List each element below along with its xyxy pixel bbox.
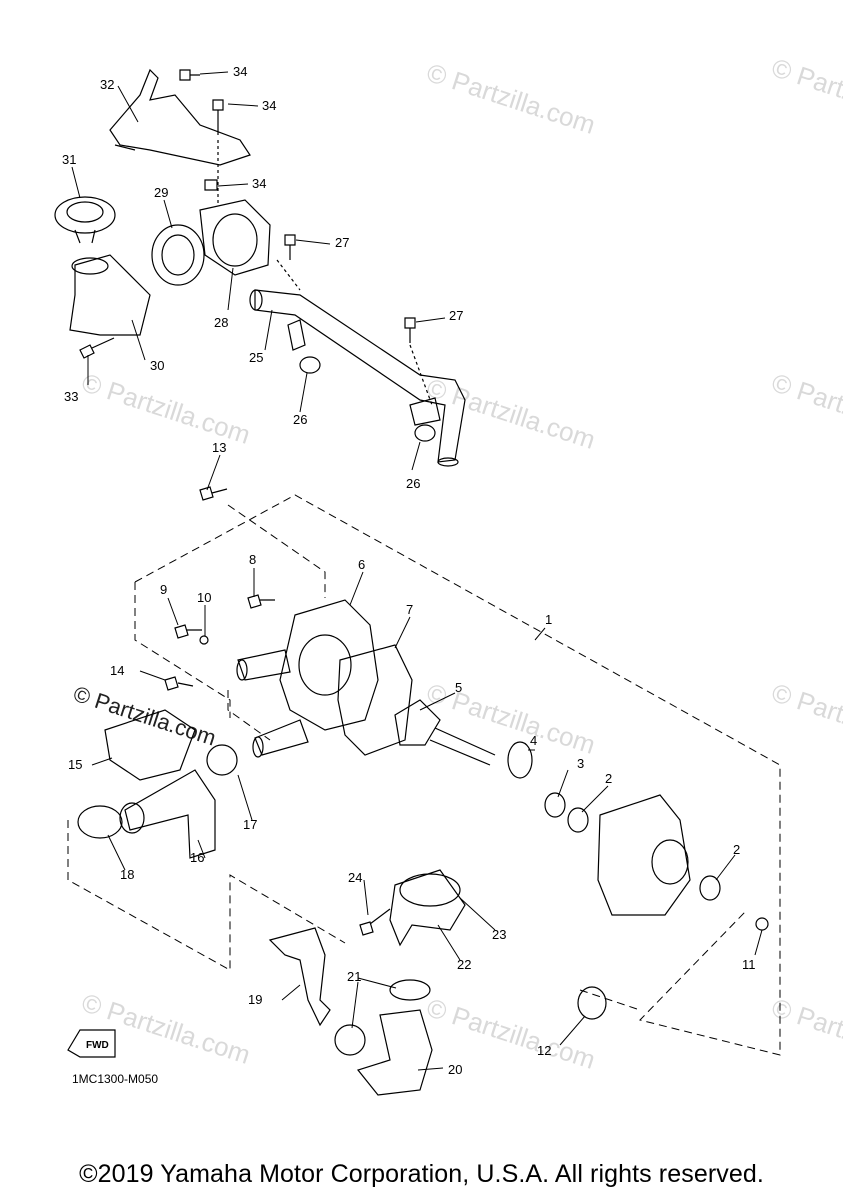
cap-drawing <box>54 196 116 234</box>
part-label-11: 11 <box>742 957 756 972</box>
part-label-22: 22 <box>457 957 471 972</box>
part-label-5: 5 <box>455 680 462 695</box>
parts-diagram: © Partzilla.com © Partzilla.com © Partzi… <box>54 52 843 1096</box>
watermark: © Partzilla.com <box>423 372 599 455</box>
part-label-25: 25 <box>249 350 263 365</box>
part-label-10: 10 <box>197 590 211 605</box>
part-label-29: 29 <box>154 185 168 200</box>
part-label-18: 18 <box>120 867 134 882</box>
part-label-17: 17 <box>243 817 257 832</box>
bearing-drawing <box>544 792 566 818</box>
housing-drawing <box>199 199 271 276</box>
part-label-33: 33 <box>64 389 78 404</box>
copyright-notice: ©2019 Yamaha Motor Corporation, U.S.A. A… <box>79 1160 764 1188</box>
part-label-26: 26 <box>293 412 307 427</box>
part-label-15: 15 <box>68 757 82 772</box>
watermark: © Partzilla.com <box>768 367 843 450</box>
part-label-21: 21 <box>347 969 361 984</box>
bolt-drawing <box>212 99 224 135</box>
clamp-drawing <box>206 744 238 776</box>
pump-housing-drawing <box>279 599 379 731</box>
seal-drawing <box>507 741 533 779</box>
outlet-drawing <box>69 254 151 336</box>
part-label-13: 13 <box>212 440 226 455</box>
hose-drawing <box>356 1009 433 1096</box>
o-ring-drawing <box>414 424 436 442</box>
part-label-6: 6 <box>358 557 365 572</box>
clamp-drawing <box>389 979 431 1001</box>
bolt-drawing <box>204 179 218 191</box>
watermark: © Partzilla.com <box>768 52 843 135</box>
assembly-outline <box>67 494 781 1056</box>
watermark: © Partzilla.com <box>768 992 843 1075</box>
part-labels: 34 34 34 32 31 29 27 27 28 30 25 33 26 2… <box>62 64 756 1077</box>
part-label-8: 8 <box>249 552 256 567</box>
o-ring-drawing <box>577 986 607 1020</box>
gasket-drawing <box>337 644 413 756</box>
part-label-32: 32 <box>100 77 114 92</box>
part-label-20: 20 <box>448 1062 462 1077</box>
pipe-drawing <box>254 289 466 463</box>
part-label-2: 2 <box>733 842 740 857</box>
part-label-26: 26 <box>406 476 420 491</box>
watermark: © Partzilla.com <box>768 677 843 760</box>
bracket-drawing <box>109 68 251 166</box>
part-label-34: 34 <box>252 176 266 191</box>
clamp-drawing <box>77 805 123 839</box>
part-label-7: 7 <box>406 602 413 617</box>
part-label-12: 12 <box>537 1043 551 1058</box>
watermark: © Partzilla.com <box>423 57 599 140</box>
part-label-30: 30 <box>150 358 164 373</box>
part-label-14: 14 <box>110 663 124 678</box>
outlet-drawing <box>389 869 466 947</box>
clamp-drawing <box>334 1024 366 1056</box>
pump-cover-drawing <box>597 794 691 916</box>
part-label-4: 4 <box>530 733 537 748</box>
watermarks: © Partzilla.com © Partzilla.com © Partzi… <box>70 52 843 1075</box>
part-label-31: 31 <box>62 152 76 167</box>
fwd-label: FWD <box>86 1040 109 1051</box>
fwd-arrow <box>67 1029 116 1058</box>
o-ring-drawing <box>299 356 321 374</box>
bearing-drawing <box>567 807 589 833</box>
part-label-2: 2 <box>605 771 612 786</box>
part-label-9: 9 <box>160 582 167 597</box>
bearing-drawing <box>699 875 721 901</box>
leader-lines <box>71 71 763 1071</box>
part-label-27: 27 <box>449 308 463 323</box>
part-label-23: 23 <box>492 927 506 942</box>
part-label-19: 19 <box>248 992 262 1007</box>
hose-drawing <box>268 927 331 1027</box>
part-label-34: 34 <box>233 64 247 79</box>
part-label-1: 1 <box>545 612 552 627</box>
hose-drawing <box>124 769 216 859</box>
part-label-16: 16 <box>190 850 204 865</box>
part-label-3: 3 <box>577 756 584 771</box>
watermark-dark: © Partzilla.com <box>70 681 219 751</box>
impeller-drawing <box>394 699 441 746</box>
bolt-drawing <box>179 69 200 81</box>
part-label-34: 34 <box>262 98 276 113</box>
watermark: © Partzilla.com <box>78 367 254 450</box>
diagram-code: 1MC1300-M050 <box>72 1072 159 1086</box>
thermostat-drawing <box>151 224 205 286</box>
part-label-28: 28 <box>214 315 228 330</box>
part-label-24: 24 <box>348 870 362 885</box>
part-drawings <box>54 68 769 1096</box>
part-label-27: 27 <box>335 235 349 250</box>
guard-drawing <box>104 709 196 781</box>
